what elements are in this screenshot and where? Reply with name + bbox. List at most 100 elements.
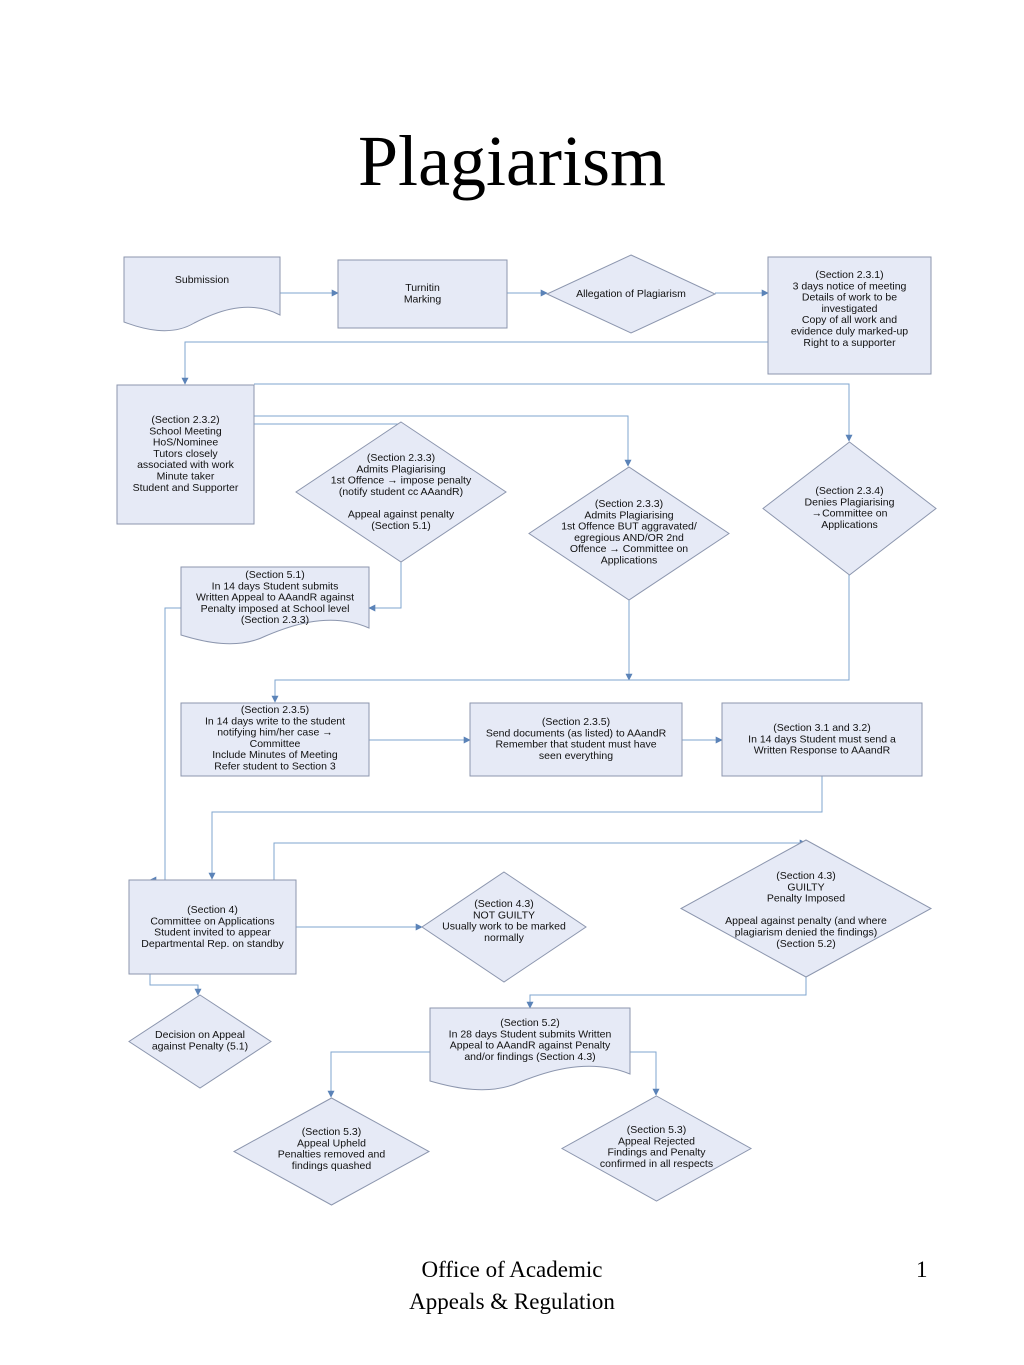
node-admits-aggr-shape	[528, 466, 730, 601]
node-turnitin-text: Marking	[404, 293, 442, 305]
node-not-guilty-text: NOT GUILTY	[473, 909, 535, 921]
node-send-docs-text: seen everything	[539, 750, 613, 762]
node-upheld-text: findings quashed	[292, 1160, 372, 1172]
node-admits-aggr-text: (Section 2.3.3)	[595, 498, 663, 510]
node-notice: (Section 2.3.1)3 days notice of meetingD…	[767, 256, 932, 375]
node-rejected-text: Findings and Penalty	[607, 1147, 706, 1159]
node-appeal-52: (Section 5.2)In 28 days Student submits …	[429, 1007, 631, 1091]
node-notice-text: evidence duly marked-up	[791, 326, 908, 338]
node-admits-aggr-text: Admits Plagiarising	[584, 509, 673, 521]
node-guilty-text: (Section 4.3)	[776, 870, 836, 882]
connector-denies-to-write-student	[271, 575, 850, 703]
node-appeal-52-text: In 28 days Student submits Written	[449, 1028, 612, 1040]
node-submission-text: Submission	[175, 274, 229, 286]
node-school-meeting-text: School Meeting	[149, 425, 222, 437]
node-guilty-text: GUILTY	[787, 881, 824, 893]
node-appeal-52-text: and/or findings (Section 4.3)	[464, 1051, 595, 1063]
node-admits-1st-text: Admits Plagiarising	[356, 463, 445, 475]
connector-committee-to-decision-appeal	[149, 974, 202, 996]
node-notice-text: Copy of all work and	[802, 314, 897, 326]
node-committee-text: Student invited to appear	[154, 927, 271, 939]
node-submission-shape	[123, 256, 281, 332]
node-write-student-text: (Section 2.3.5)	[241, 704, 309, 716]
node-school-meeting-text: Student and Supporter	[133, 482, 239, 494]
node-denies: (Section 2.3.4)Denies Plagiarising→Commi…	[762, 441, 937, 576]
node-write-student-text: Committee	[250, 738, 301, 750]
node-send-docs-shape	[469, 702, 683, 777]
node-rejected-text: confirmed in all respects	[600, 1158, 713, 1170]
node-rejected-text: Appeal Rejected	[618, 1135, 695, 1147]
connectors	[149, 289, 853, 1098]
node-notice-text: 3 days notice of meeting	[793, 280, 907, 292]
node-upheld-shape	[232, 1097, 431, 1206]
node-appeal-51-shape	[180, 566, 370, 645]
node-appeal-51-text: (Section 2.3.3)	[241, 614, 309, 626]
node-guilty-text: Penalty Imposed	[767, 893, 845, 905]
connector-guilty-to-appeal-52	[526, 977, 807, 1009]
node-upheld-text: (Section 5.3)	[302, 1126, 362, 1138]
node-write-student-text: notifying him/her case →	[217, 727, 333, 739]
node-admits-aggr-text: Offence → Committee on	[570, 543, 688, 555]
node-write-student-text: Refer student to Section 3	[214, 761, 336, 773]
node-upheld-text: Appeal Upheld	[297, 1137, 366, 1149]
node-admits-aggr-text: egregious AND/OR 2nd	[574, 532, 684, 544]
node-admits-1st-shape	[295, 421, 507, 563]
node-denies-shape	[762, 441, 937, 576]
node-rejected-text: (Section 5.3)	[627, 1124, 687, 1136]
node-allegation: Allegation of Plagiarism	[545, 254, 717, 334]
node-notice-text: (Section 2.3.1)	[815, 269, 883, 281]
node-written-response-text: (Section 3.1 and 3.2)	[773, 722, 870, 734]
node-write-student-text: In 14 days write to the student	[205, 715, 345, 727]
connector-school-meeting-to-denies	[254, 383, 853, 442]
node-send-docs-text: Send documents (as listed) to AAandR	[486, 727, 667, 739]
node-turnitin-shape	[337, 259, 508, 329]
node-guilty-text: plagiarism denied the findings)	[735, 927, 877, 939]
node-notice-text: Details of work to be	[802, 292, 897, 304]
node-admits-1st-text: Appeal against penalty	[348, 509, 455, 521]
connector-admits-1st-to-appeal-51	[368, 562, 402, 612]
node-write-student: (Section 2.3.5)In 14 days write to the s…	[180, 702, 370, 777]
node-admits-1st-text: (Section 2.3.3)	[367, 452, 435, 464]
node-written-response: (Section 3.1 and 3.2)In 14 days Student …	[721, 702, 923, 777]
node-guilty-shape	[679, 839, 933, 978]
node-write-student-text: Include Minutes of Meeting	[212, 749, 338, 761]
node-appeal-51-text: (Section 5.1)	[245, 569, 305, 581]
node-decision-appeal-shape	[128, 994, 272, 1089]
node-decision-appeal-text: against Penalty (5.1)	[152, 1040, 248, 1052]
node-appeal-52-shape	[429, 1007, 631, 1091]
node-committee-shape	[128, 879, 297, 975]
node-admits-aggr-text: Applications	[601, 555, 658, 567]
footer-office: Office of Academic Appeals & Regulation	[0, 1254, 1024, 1318]
node-admits-1st-text: (Section 5.1)	[371, 520, 431, 532]
footer-office-line2: Appeals & Regulation	[409, 1289, 615, 1314]
node-school-meeting-text: HoS/Nominee	[153, 437, 219, 449]
connector-committee-to-guilty	[273, 839, 807, 880]
node-allegation-shape	[545, 254, 717, 334]
node-write-student-shape	[180, 702, 370, 777]
node-committee-text: Committee on Applications	[150, 915, 274, 927]
node-appeal-51: (Section 5.1)In 14 days Student submitsW…	[180, 566, 370, 645]
node-send-docs: (Section 2.3.5)Send documents (as listed…	[469, 702, 683, 777]
connector-notice-to-school-meeting	[181, 341, 768, 385]
node-rejected-shape	[560, 1095, 753, 1202]
node-written-response-shape	[721, 702, 923, 777]
node-appeal-51-text: In 14 days Student submits	[212, 580, 339, 592]
node-notice-text: Right to a supporter	[803, 337, 896, 349]
footer-office-line1: Office of Academic	[421, 1257, 603, 1282]
node-admits-1st-text: 1st Offence → impose penalty	[331, 475, 472, 487]
node-written-response-text: Written Response to AAandR	[754, 745, 891, 757]
node-appeal-51-text: Penalty imposed at School level	[201, 603, 350, 615]
node-send-docs-text: Remember that student must have	[495, 739, 656, 751]
node-appeal-52-text: Appeal to AAandR against Penalty	[450, 1040, 611, 1052]
node-allegation-text: Allegation of Plagiarism	[576, 288, 686, 300]
node-not-guilty-shape	[421, 871, 587, 983]
node-decision-appeal-text: Decision on Appeal	[155, 1029, 245, 1041]
